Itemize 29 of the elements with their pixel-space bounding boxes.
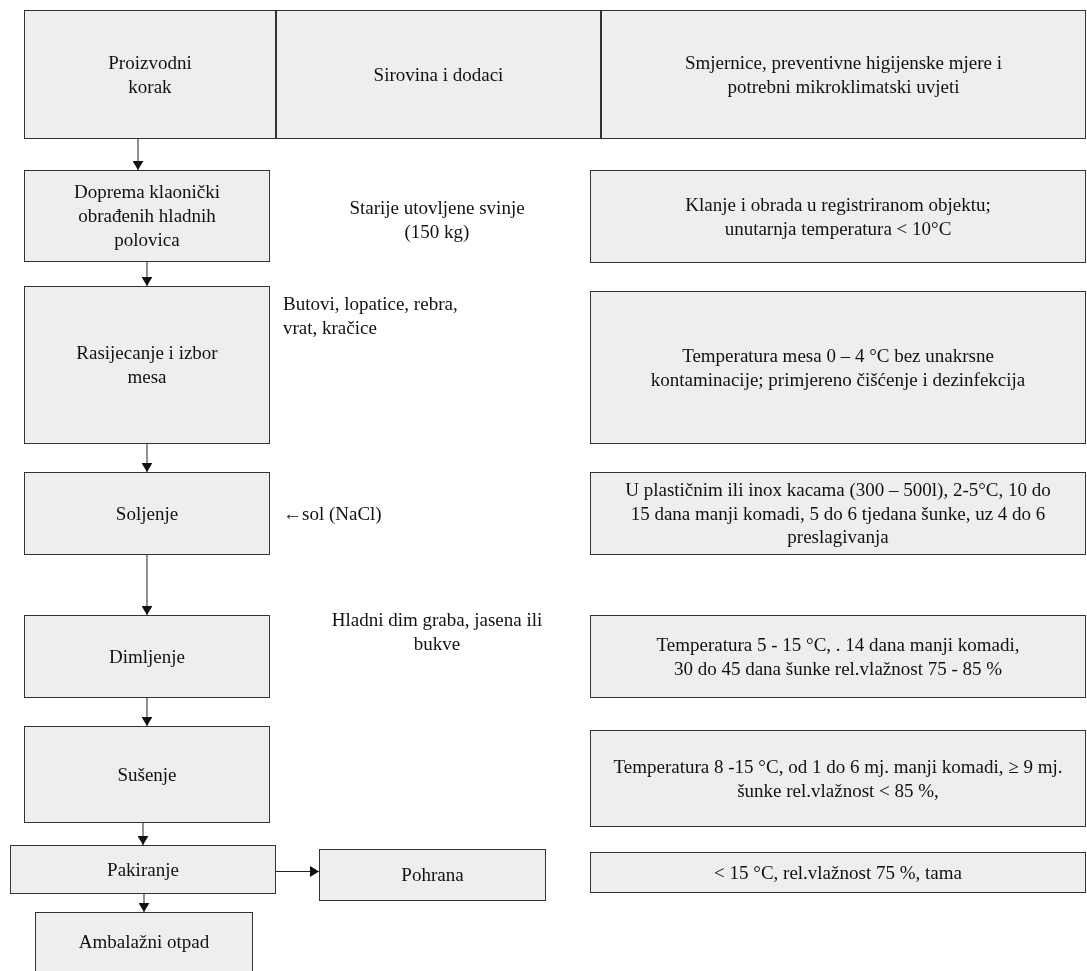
process-box: < 15 °C, rel.vlažnost 75 %, tama: [590, 852, 1086, 893]
arrow: [141, 554, 153, 616]
ingredient-text: Hladni dim graba, jasena ili bukve: [330, 608, 544, 656]
arrow: [141, 261, 153, 287]
process-box: Temperatura mesa 0 – 4 °C bez unakrsne kontaminacije; primjereno čišćenje i dezinfekcija: [590, 291, 1086, 444]
process-box: Rasijecanje i izbor mesa: [24, 286, 270, 444]
process-box: Klanje i obrada u registriranom objektu; unutarnja temperatura < 10°C: [590, 170, 1086, 263]
process-box: Temperatura 5 - 15 °C, . 14 dana manji komadi, 30 do 45 dana šunke rel.vlažnost 75 - 85 %: [590, 615, 1086, 698]
arrow: [137, 822, 149, 846]
ingredient-text: ←sol (NaCl): [283, 502, 383, 526]
process-box: Ambalažni otpad: [35, 912, 253, 971]
arrow: [141, 443, 153, 473]
process-box: Temperatura 8 -15 °C, od 1 do 6 mj. manji komadi, ≥ 9 mj. šunke rel.vlažnost < 85 %,: [590, 730, 1086, 827]
arrow: [275, 866, 320, 877]
ingredient-text: Starije utovljene svinje (150 kg): [348, 196, 526, 244]
process-box: Doprema klaonički obrađenih hladnih polovica: [24, 170, 270, 262]
process-box: Soljenje: [24, 472, 270, 555]
arrow: [132, 138, 144, 171]
process-box: Pohrana: [319, 849, 546, 901]
process-box: Sušenje: [24, 726, 270, 823]
process-box: Dimljenje: [24, 615, 270, 698]
arrow: [141, 697, 153, 727]
ingredient-text: Butovi, lopatice, rebra, vrat, kračice: [283, 292, 459, 340]
header-cell: Smjernice, preventivne higijenske mjere i potrebni mikroklimatski uvjeti: [601, 10, 1086, 139]
header-cell: Sirovina i dodaci: [276, 10, 601, 139]
process-box: U plastičnim ili inox kacama (300 – 500l), 2-5°C, 10 do 15 dana manji komadi, 5 do 6 tjedana šunke, uz 4 do 6 preslagivanja: [590, 472, 1086, 555]
process-box: Pakiranje: [10, 845, 276, 894]
header-cell: Proizvodni korak: [24, 10, 276, 139]
arrow: [138, 893, 150, 913]
